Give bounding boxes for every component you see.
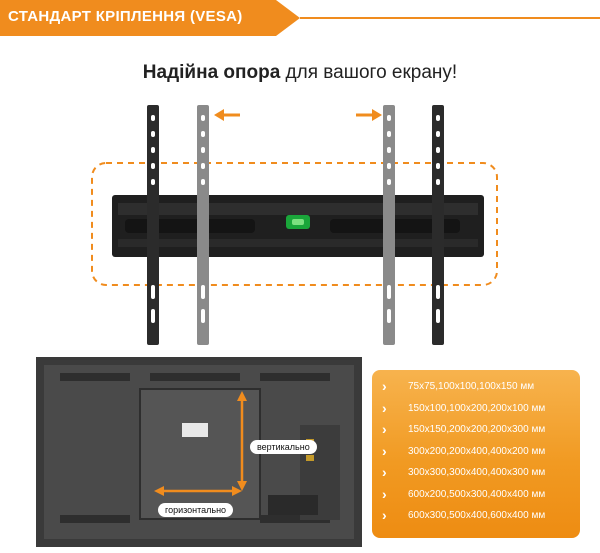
vesa-sizes-panel: ›75x75,100x100,100x150 мм ›150x100,100x2…	[372, 370, 580, 538]
vesa-size-item: ›150x150,200x200,200x300 мм	[372, 419, 580, 441]
vesa-size-item: ›150x100,100x200,200x100 мм	[372, 398, 580, 420]
vertical-label: вертикально	[250, 440, 317, 454]
vesa-size-item: ›300x300,300x400,400x300 мм	[372, 462, 580, 484]
chevron-right-icon: ›	[382, 464, 387, 480]
header-shape	[0, 0, 600, 36]
vesa-size-item: ›600x200,500x300,400x400 мм	[372, 484, 580, 506]
tagline-bold: Надійна опора	[142, 62, 281, 83]
chevron-right-icon: ›	[382, 507, 387, 523]
arrow-left-icon	[214, 109, 240, 121]
horizontal-label: горизонтально	[158, 503, 234, 517]
chevron-right-icon: ›	[382, 485, 387, 502]
chevron-right-icon: ›	[382, 378, 387, 394]
tagline: Надійна опора для вашого екрану!	[0, 62, 600, 84]
arrow-right-icon	[356, 109, 382, 121]
vesa-sizes-list: ›75x75,100x100,100x150 мм ›150x100,100x2…	[372, 370, 580, 527]
header-bar: СТАНДАРТ КРІПЛЕННЯ (VESA)	[0, 0, 600, 36]
header-title: СТАНДАРТ КРІПЛЕННЯ (VESA)	[8, 8, 243, 25]
chevron-right-icon: ›	[382, 421, 387, 437]
vesa-size-item: ›75x75,100x100,100x150 мм	[372, 376, 580, 398]
tagline-rest: для вашого екрану!	[280, 62, 458, 83]
wall-mount-image	[91, 105, 498, 345]
mount-illustration	[0, 95, 600, 355]
vesa-size-item: ›600x300,500x400,600x400 мм	[372, 505, 580, 527]
vesa-size-item: ›300x200,200x400,400x200 мм	[372, 441, 580, 463]
tv-back-illustration: вертикально горизонтально	[0, 355, 600, 548]
chevron-right-icon: ›	[382, 399, 387, 416]
chevron-right-icon: ›	[382, 442, 387, 459]
